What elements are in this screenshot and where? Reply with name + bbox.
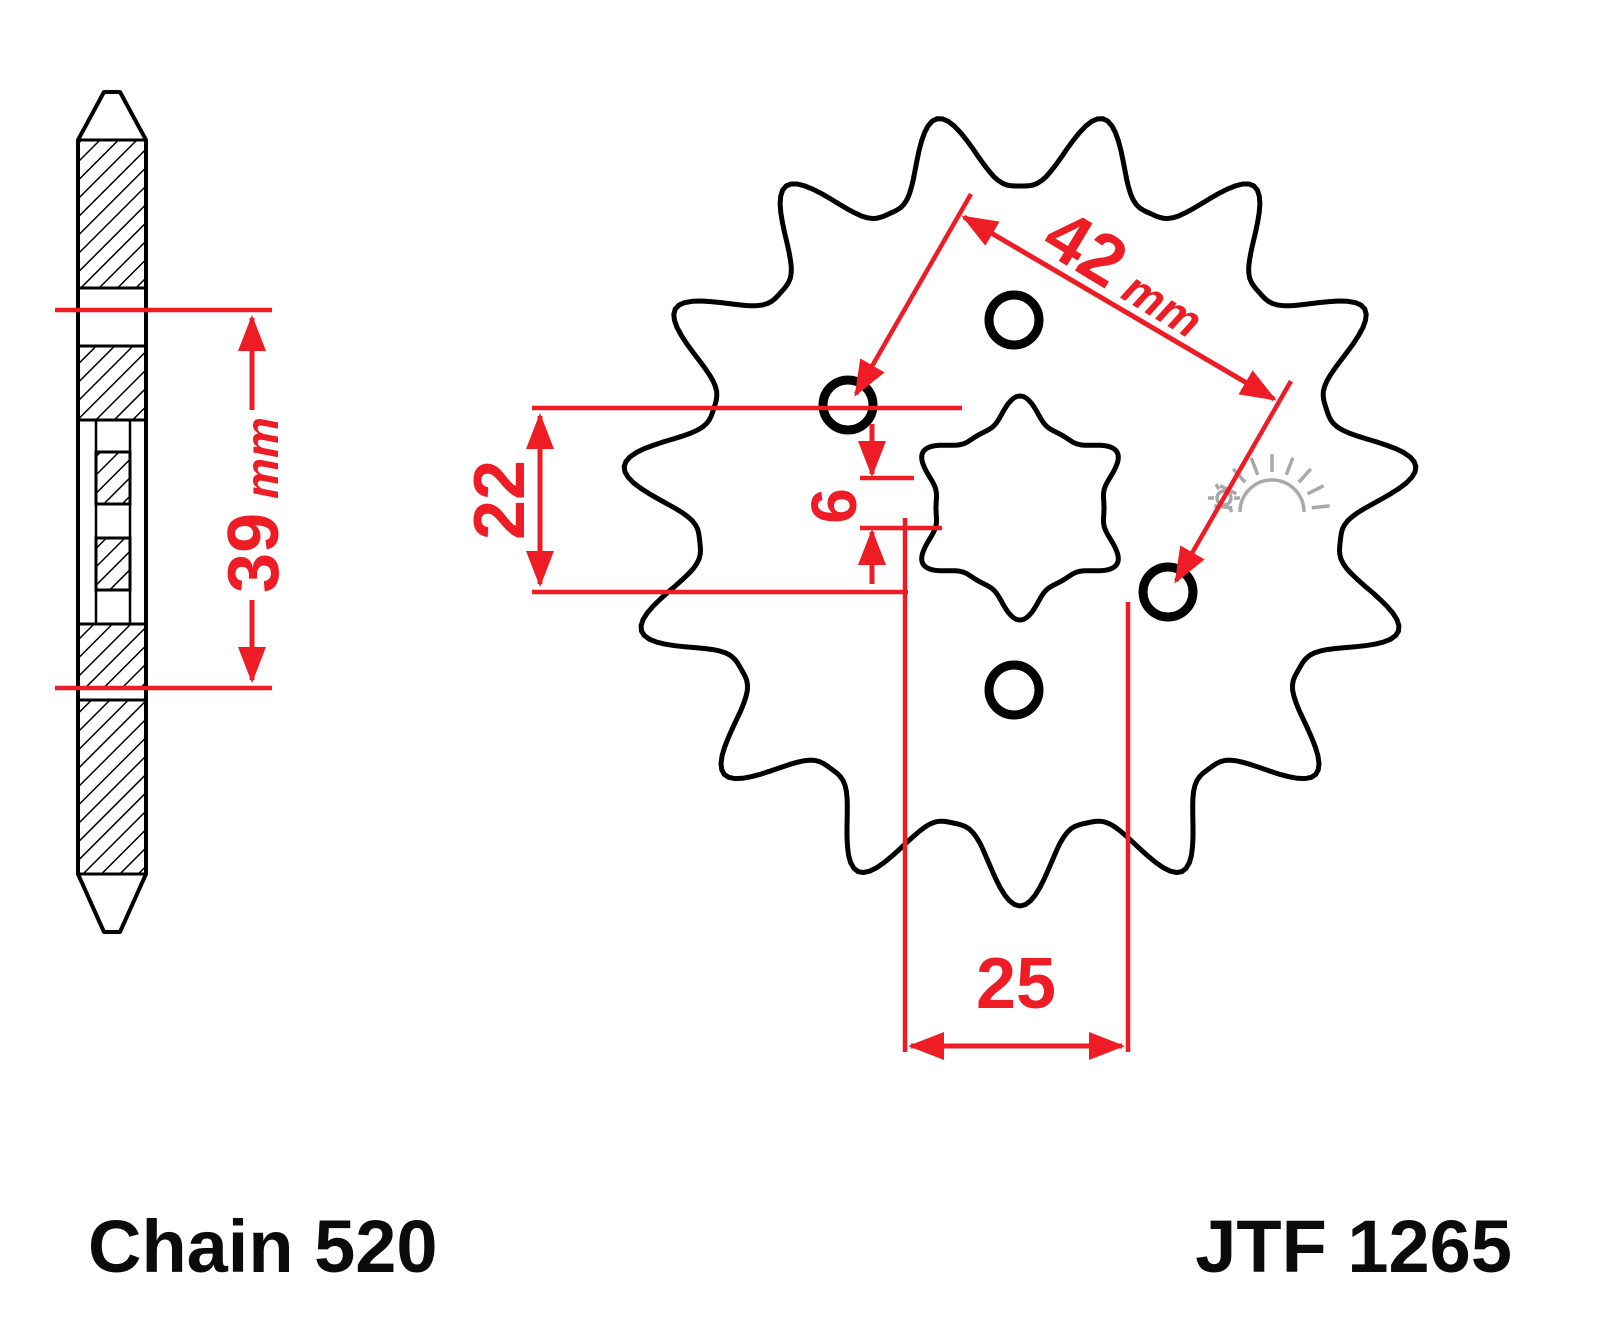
- dimension-line: [961, 214, 1121, 311]
- sprocket-front-view: [621, 116, 1419, 909]
- dimension-22: 22: [460, 405, 962, 595]
- dimension-label-22: 22: [460, 460, 540, 540]
- chain-size-label: Chain 520: [88, 1205, 438, 1288]
- side-hatch-block: [94, 536, 132, 592]
- side-hatch-block: [94, 450, 132, 506]
- dimension-label-6: 6: [798, 488, 870, 524]
- dimension-line: [1117, 305, 1277, 402]
- bolt-hole-bottom: [984, 660, 1044, 720]
- sprocket-side-view: [76, 90, 148, 934]
- part-number-label: JTF 1265: [1195, 1205, 1512, 1288]
- bolt-hole-left: [818, 375, 878, 435]
- dimension-label-25: 25: [976, 944, 1056, 1024]
- dimension-label-39mm: 39mm: [214, 417, 294, 593]
- dimension-39mm: 39mm: [55, 307, 294, 691]
- side-hatch-block: [76, 344, 148, 422]
- side-hatch-block: [76, 622, 148, 690]
- side-hatch-block: [76, 138, 148, 290]
- bolt-hole-top: [984, 290, 1044, 350]
- side-hatch-block: [76, 698, 148, 876]
- extension-line: [1174, 379, 1293, 584]
- bolt-hole-right: [1138, 562, 1198, 622]
- dimension-6: 6: [798, 424, 942, 584]
- dimension-25: 25: [902, 518, 1131, 1060]
- spline-bore: [919, 393, 1121, 623]
- extension-line: [854, 192, 973, 397]
